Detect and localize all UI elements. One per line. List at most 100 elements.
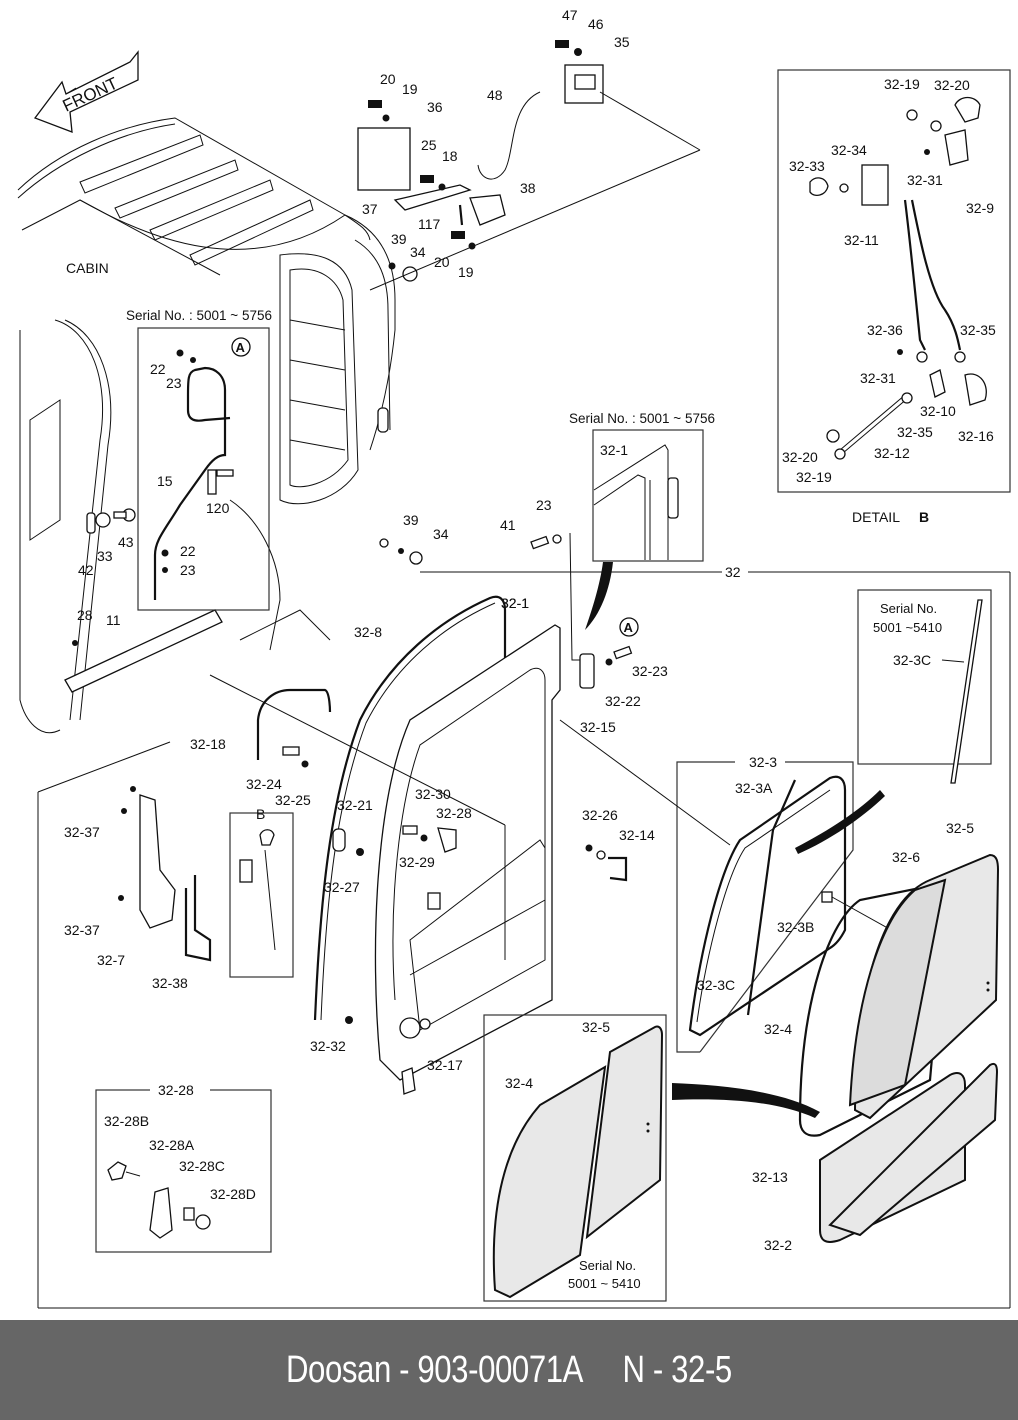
part-label: 32-4 (764, 1021, 792, 1037)
part-label: 32-5 (582, 1019, 610, 1035)
part-label: 32-3B (777, 919, 814, 935)
part-label: 32-14 (619, 827, 655, 843)
door-part-labels: 32-8 32-1 32-18 32-24 32-25 32-37 32-37 … (64, 595, 655, 1073)
glass-inset-box (483, 1014, 667, 1302)
part-label: 25 (421, 137, 437, 153)
door-assembly-label: 32 (725, 564, 741, 580)
part-label: 28 (77, 607, 93, 623)
part-label: 32-23 (632, 663, 668, 679)
svg-text:B: B (919, 509, 929, 525)
part-label: 20 (434, 254, 450, 270)
parts-diagram: FRONT CABIN (17, 7, 1011, 1309)
knob-parts (107, 1161, 211, 1239)
part-label: 23 (536, 497, 552, 513)
part-label: 32-34 (831, 142, 867, 158)
part-label: 32-10 (920, 403, 956, 419)
serial-note-cabin: Serial No. : 5001 ~ 5756 (126, 308, 272, 323)
part-label: 39 (403, 512, 419, 528)
seal-inset-box (857, 589, 992, 765)
part-label: 32-3C (697, 977, 735, 993)
serial-note-seal-1: Serial No. (880, 601, 937, 616)
part-label: 32-28D (210, 1186, 256, 1202)
part-label: 32-28B (104, 1113, 149, 1129)
part-label: 32-8 (354, 624, 382, 640)
part-label: 19 (402, 81, 418, 97)
door-bracket (139, 794, 176, 929)
part-label: 32-29 (399, 854, 435, 870)
part-label: 32-19 (884, 76, 920, 92)
part-label: 32-19 (796, 469, 832, 485)
door-assembly-bracket: 32 (37, 564, 1011, 1309)
knob-group-label: 32-28 (158, 1082, 194, 1098)
part-label: 32-18 (190, 736, 226, 752)
part-label: 23 (166, 375, 182, 391)
mid-part-labels: 39 34 41 23 32-1 32-23 32-22 32-15 (403, 497, 668, 735)
part-label: 32-22 (605, 693, 641, 709)
glass-front (848, 878, 947, 1107)
part-label: 22 (150, 361, 166, 377)
part-label: 11 (106, 612, 121, 628)
part-label: 32-35 (960, 322, 996, 338)
svg-text:DETAIL: DETAIL (852, 509, 900, 525)
grab-handle (153, 349, 234, 600)
part-label: 120 (206, 500, 230, 516)
part-label: 32-30 (415, 786, 451, 802)
part-label: 38 (520, 180, 536, 196)
grab-bar (256, 688, 332, 760)
part-label: 32-20 (934, 77, 970, 93)
detail-b-box (777, 69, 1011, 493)
door-inset-box (592, 429, 704, 562)
part-label: 34 (433, 526, 449, 542)
part-label: 32-28 (436, 805, 472, 821)
part-label: 32-37 (64, 922, 100, 938)
serial-note-glass-1: Serial No. (579, 1258, 636, 1273)
part-label: 32-5 (946, 820, 974, 836)
cabin-part-labels: 22 23 15 120 42 33 43 22 23 28 11 (77, 361, 230, 628)
part-label: 15 (157, 473, 173, 489)
top-part-labels: 47 46 35 48 20 19 36 25 18 38 37 117 39 … (362, 7, 630, 280)
part-label: 32-33 (789, 158, 825, 174)
door-seal (313, 595, 507, 1021)
front-arrow-icon: FRONT (33, 50, 139, 133)
part-label: 32-1 (600, 442, 628, 458)
part-label: 32-27 (324, 879, 360, 895)
part-label: 18 (442, 148, 458, 164)
part-label: 32-1 (501, 595, 529, 611)
callout-a-mid: A (619, 617, 639, 637)
front-arrow-label: FRONT (60, 74, 121, 116)
part-label: 32-12 (874, 445, 910, 461)
part-label: 46 (588, 16, 604, 32)
part-label: 32-32 (310, 1038, 346, 1054)
callout-a-top: A (231, 337, 251, 357)
serial-note-seal-2: 5001 ~5410 (873, 620, 942, 635)
part-label: 32-38 (152, 975, 188, 991)
svg-text:32-3: 32-3 (749, 754, 777, 770)
part-label: 22 (180, 543, 196, 559)
window-part-labels: 32-3A 32-3B 32-3C 32-5 32-6 32-4 32-13 3… (697, 780, 974, 1253)
hinge-hardware-cabin (72, 508, 136, 646)
cabin-body (17, 117, 396, 734)
part-label: 36 (427, 99, 443, 115)
svg-text:A: A (236, 340, 246, 355)
part-label: 32-24 (246, 776, 282, 792)
footer-bar: Doosan - 903-00071A N - 32-5 (0, 1320, 1018, 1420)
cabin-inset-box (137, 327, 270, 611)
latch-assembly (357, 40, 701, 291)
serial-note-glass-2: 5001 ~ 5410 (568, 1276, 641, 1291)
part-label: 41 (500, 517, 516, 533)
part-label: 32-36 (867, 322, 903, 338)
part-label: 32-3A (735, 780, 773, 796)
part-label: 32-25 (275, 792, 311, 808)
part-label: 34 (410, 244, 426, 260)
part-label: 42 (78, 562, 94, 578)
part-label: 19 (458, 264, 474, 280)
part-label: 32-1 (501, 595, 529, 611)
part-label: 23 (180, 562, 196, 578)
part-label: 32-2 (764, 1237, 792, 1253)
part-label: 47 (562, 7, 578, 23)
part-label: 35 (614, 34, 630, 50)
part-label: 32-6 (892, 849, 920, 865)
part-label: 32-31 (860, 370, 896, 386)
window-group-box: 32-3 (676, 754, 854, 1053)
part-label: 32-28C (179, 1158, 225, 1174)
